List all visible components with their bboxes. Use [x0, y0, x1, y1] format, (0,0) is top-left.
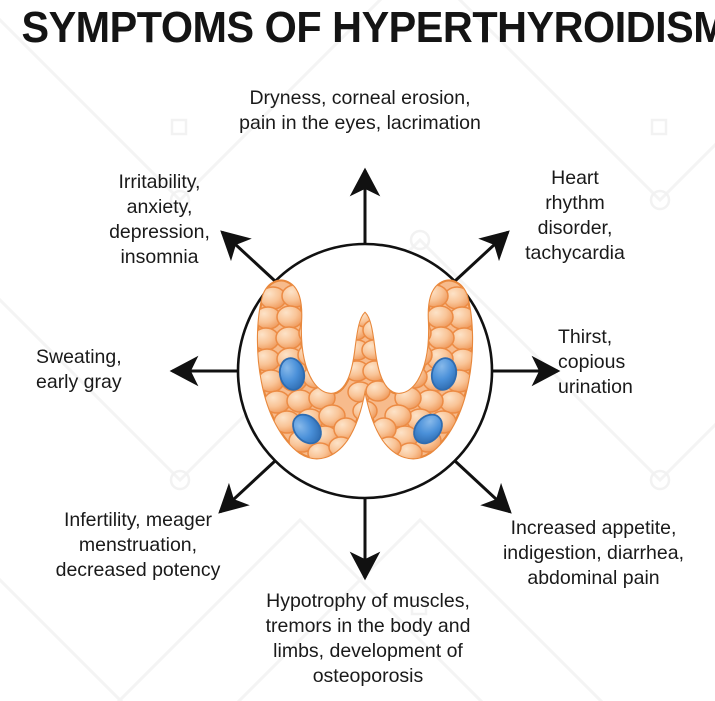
arrow-down-left [218, 459, 277, 514]
parathyroid-upper-left [278, 357, 306, 391]
arrow-up-right [453, 230, 510, 283]
callout-label-eyes: Dryness, corneal erosion, pain in the ey… [239, 87, 481, 134]
thyroid-gland-illustration [256, 279, 474, 460]
callout-label-heart: Heart rhythm disorder, tachycardia [525, 167, 625, 264]
callout-label-psych: Irritability, anxiety, depression, insom… [109, 171, 210, 268]
callout-label-muscles: Hypotrophy of muscles, tremors in the bo… [265, 590, 471, 687]
arrow-down-right [453, 459, 512, 514]
arrow-up-left [220, 230, 277, 283]
callout-label-fertility: Infertility, meager menstruation, decrea… [55, 509, 221, 581]
callout-arrows [169, 167, 561, 581]
callout-label-sweating: Sweating, early gray [36, 346, 122, 393]
parathyroid-glands [278, 357, 458, 445]
callout-label-thirst: Thirst, copious urination [558, 326, 633, 398]
parathyroid-lower-left [292, 413, 322, 445]
callout-label-digestion: Increased appetite, indigestion, diarrhe… [502, 517, 685, 589]
page-title: SYMPTOMS OF HYPERTHYROIDISM [21, 3, 715, 52]
parathyroid-upper-right [430, 357, 458, 391]
parathyroid-lower-right [413, 413, 443, 445]
